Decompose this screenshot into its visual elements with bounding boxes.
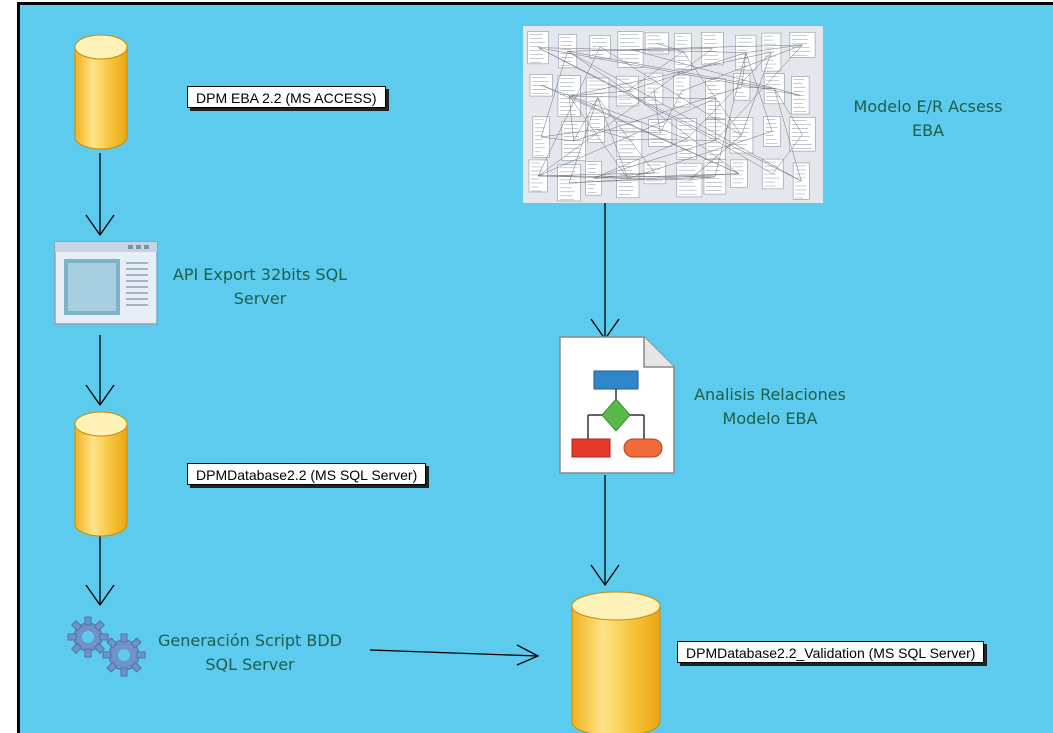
er-model-line1: Modelo E/R Acsess <box>853 97 1003 116</box>
analysis-line2: Modelo EBA <box>722 409 818 428</box>
arrow-script-to-validation <box>369 649 539 657</box>
api-export-caption: API Export 32bits SQL Server <box>160 263 360 311</box>
script-gen-line2: SQL Server <box>205 655 295 674</box>
connector-arrows <box>85 153 620 666</box>
api-export-line1: API Export 32bits SQL <box>172 265 348 284</box>
application-window-icon <box>54 241 158 325</box>
api-export-line2: Server <box>233 289 287 308</box>
er-model-thumbnail <box>523 26 823 203</box>
database-icon <box>74 411 128 537</box>
dpm-validation-label: DPMDatabase2.2_Validation (MS SQL Server… <box>677 641 985 663</box>
database-icon <box>74 34 128 150</box>
dpm-access-label: DPM EBA 2.2 (MS ACCESS) <box>187 86 386 108</box>
er-model-caption: Modelo E/R Acsess EBA <box>838 95 1018 143</box>
database-icon <box>571 591 661 733</box>
script-gen-caption: Generación Script BDD SQL Server <box>150 629 350 677</box>
script-gen-line1: Generación Script BDD <box>158 631 342 650</box>
diagram-canvas: DPM EBA 2.2 (MS ACCESS) API Export 32bit… <box>17 2 1053 733</box>
flowchart-document-icon <box>559 336 675 474</box>
gears-icon <box>67 616 146 677</box>
er-model-line2: EBA <box>911 121 945 140</box>
dpm-sqlserver-label: DPMDatabase2.2 (MS SQL Server) <box>187 463 427 485</box>
analysis-caption: Analisis Relaciones Modelo EBA <box>685 383 855 431</box>
analysis-line1: Analisis Relaciones <box>694 385 846 404</box>
